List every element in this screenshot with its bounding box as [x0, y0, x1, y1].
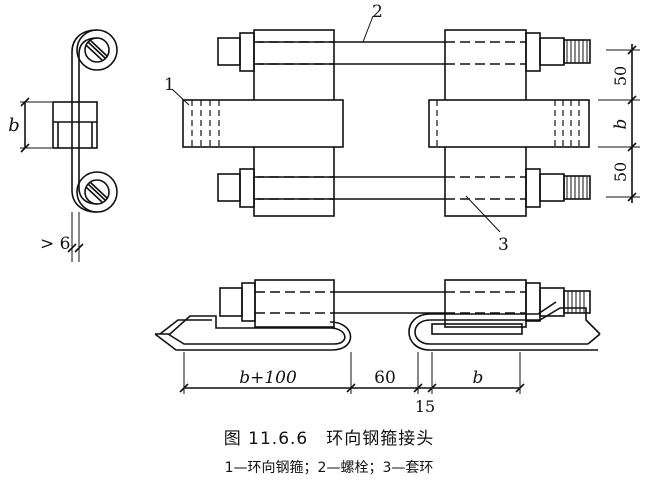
- callout-1-label: 1: [164, 75, 175, 95]
- plan-bolt-upper: [217, 32, 591, 72]
- dim-15: 15: [415, 397, 435, 416]
- plan-hoop-band-right: [428, 99, 590, 148]
- dim-50-lower: 50: [611, 162, 630, 182]
- plan-bolt-lower: [217, 168, 591, 208]
- side-view: b > 6: [8, 29, 118, 262]
- dim-b-plan: b: [611, 119, 631, 130]
- side-sleeve: [52, 101, 98, 149]
- side-gap-label: > 6: [40, 234, 70, 254]
- figure-title: 环向钢箍接头: [326, 429, 435, 449]
- callout-3: 3: [465, 195, 509, 255]
- plan-vertical-dimensions: 50 b 50: [598, 44, 640, 203]
- callout-2-label: 2: [372, 2, 383, 22]
- dim-b-plus-100: b+100: [239, 368, 297, 388]
- elevation-view: b+100 60 15 b: [154, 279, 601, 416]
- figure-legend: 1—环向钢箍；2—螺栓；3—套环: [224, 460, 434, 476]
- callout-3-label: 3: [498, 235, 509, 255]
- figure-number: 图 11.6.6: [223, 429, 309, 449]
- side-b-dimension: b: [8, 97, 52, 153]
- dim-50-upper: 50: [611, 66, 630, 86]
- callout-1: 1: [164, 75, 190, 106]
- side-hoop: [71, 29, 118, 213]
- plan-view: 50 b 50 1 2 3: [164, 2, 640, 255]
- callout-2: 2: [362, 2, 383, 43]
- elevation-dimensions: b+100 60 15 b: [179, 352, 525, 416]
- dim-60: 60: [374, 368, 396, 388]
- figure-caption: 图 11.6.6 环向钢箍接头: [0, 424, 658, 449]
- dim-b-elevation: b: [473, 368, 484, 388]
- side-b-label: b: [8, 115, 20, 136]
- caption-block: 图 11.6.6 环向钢箍接头 1—环向钢箍；2—螺栓；3—套环: [0, 424, 658, 477]
- plan-hoop-band-left: [182, 99, 344, 148]
- side-gap-dimension: > 6: [40, 212, 84, 262]
